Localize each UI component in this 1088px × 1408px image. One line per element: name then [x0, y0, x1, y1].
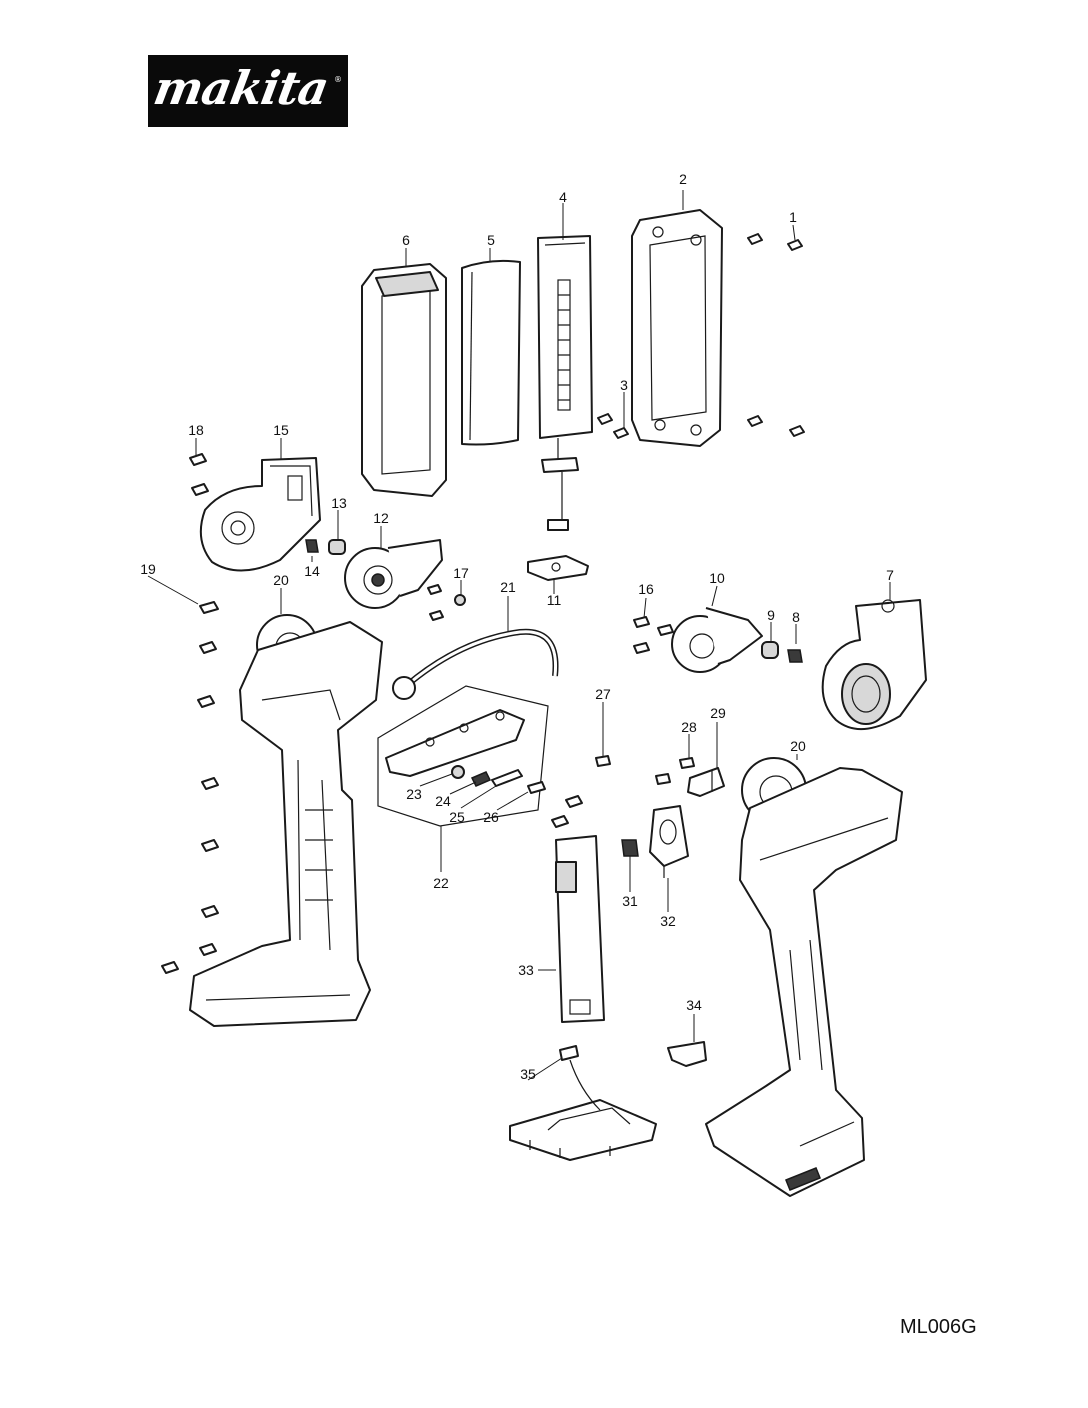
part-label: 20 — [790, 738, 806, 754]
part-label: 23 — [406, 786, 422, 802]
part-label: 19 — [140, 561, 156, 577]
part-21-cable — [392, 628, 559, 700]
screw-set-17 — [427, 584, 466, 621]
part-8-9-spring-bushing — [761, 641, 803, 663]
part-label: 16 — [638, 581, 654, 597]
part-16-screws — [633, 616, 674, 654]
part-31-spring — [621, 839, 639, 857]
part-label: 20 — [273, 572, 289, 588]
part-label: 12 — [373, 510, 389, 526]
part-13-14-bushing-spring — [305, 539, 346, 555]
registered-mark: ® — [334, 75, 342, 84]
part-label: 15 — [273, 422, 289, 438]
part-34-clip — [667, 1041, 707, 1067]
part-label: 1 — [789, 209, 797, 225]
part-35-terminal-plate — [509, 1045, 657, 1161]
part-6-front-frame — [361, 263, 447, 497]
part-5-lens-cover — [461, 259, 521, 446]
part-27-28-screws — [595, 755, 695, 785]
part-label: 24 — [435, 793, 451, 809]
leader-lines — [147, 190, 891, 1081]
part-label: 27 — [595, 686, 611, 702]
part-label: 2 — [679, 171, 687, 187]
part-29-lever — [687, 767, 725, 797]
part-33-controller-board — [555, 835, 605, 1023]
part-15-head-cover — [199, 457, 321, 572]
part-label: 31 — [622, 893, 638, 909]
part-label: 26 — [483, 809, 499, 825]
part-11-bracket — [527, 555, 589, 581]
part-10-swivel-plate — [671, 607, 763, 673]
part-label: 4 — [559, 189, 567, 205]
part-label: 8 — [792, 609, 800, 625]
part-label: 21 — [500, 579, 516, 595]
part-label: 10 — [709, 570, 725, 586]
part-7-head-cover — [821, 599, 927, 731]
part-label: 7 — [886, 567, 894, 583]
part-label: 14 — [304, 563, 320, 579]
part-labels: 2 1 4 5 6 3 18 15 13 12 14 19 17 21 11 2… — [140, 171, 894, 1082]
part-label: 3 — [620, 377, 628, 393]
part-32-switch-holder — [649, 805, 689, 878]
part-label: 32 — [660, 913, 676, 929]
makita-logo: makita ® — [148, 55, 348, 127]
part-label: 6 — [402, 232, 410, 248]
part-label: 9 — [767, 607, 775, 623]
part-label: 33 — [518, 962, 534, 978]
part-label: 29 — [710, 705, 726, 721]
part-label: 18 — [188, 422, 204, 438]
part-label: 28 — [681, 719, 697, 735]
part-20-right-housing — [705, 757, 903, 1197]
part-label: 5 — [487, 232, 495, 248]
part-label: 34 — [686, 997, 702, 1013]
part-label: 17 — [453, 565, 469, 581]
part-2-rear-housing — [631, 209, 723, 447]
screw-set-19 — [161, 601, 219, 974]
part-label: 25 — [449, 809, 465, 825]
part-label: 22 — [433, 875, 449, 891]
screw-set-18 — [189, 453, 209, 496]
part-12-swivel-plate — [344, 539, 443, 609]
part-4-led-board — [537, 235, 593, 531]
screw-set-26 — [551, 795, 583, 828]
part-label: 13 — [331, 495, 347, 511]
part-20-left-housing — [189, 614, 383, 1027]
screw-set-1 — [597, 233, 805, 439]
part-label: 11 — [547, 592, 562, 608]
part-22-switch-assembly — [377, 685, 549, 827]
model-number: ML006G — [900, 1316, 977, 1338]
part-label: 35 — [520, 1066, 536, 1082]
